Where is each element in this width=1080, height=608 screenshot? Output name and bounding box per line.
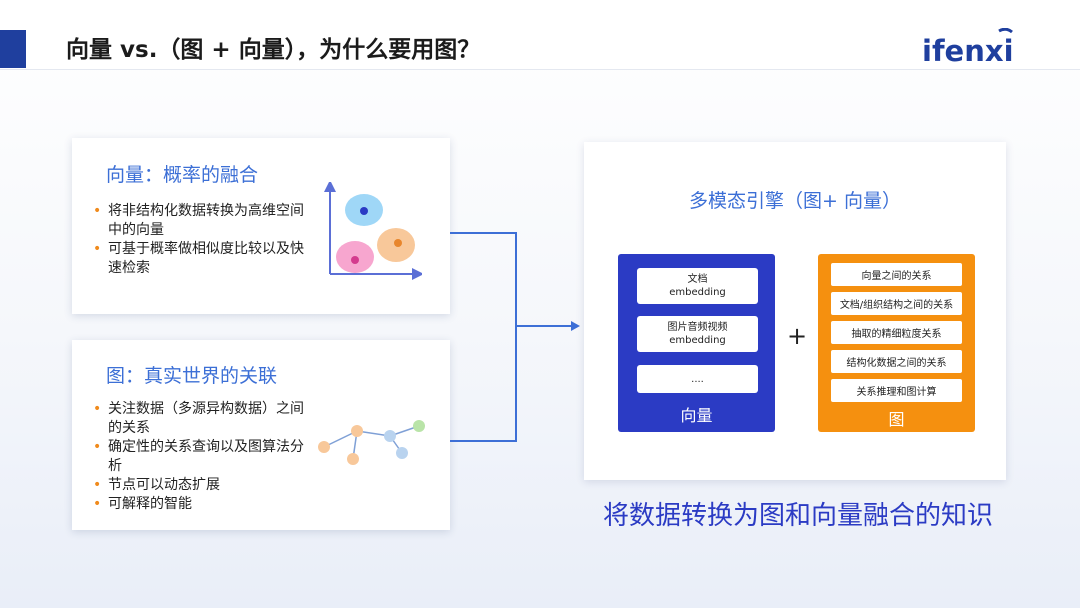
title-bar: [0, 0, 1080, 70]
graph-item: 向量之间的关系: [831, 263, 962, 286]
bottom-caption: 将数据转换为图和向量融合的知识: [602, 501, 993, 531]
graph-bullet-3: 节点可以动态扩展: [92, 476, 312, 495]
vector-bullet-2: 可基于概率做相似度比较以及快速检索: [92, 240, 312, 278]
page-title: 向量 vs.（图 + 向量），为什么要用图？: [66, 37, 481, 63]
merge-connector-arrow: [450, 232, 580, 442]
logo-text: ifenxi: [922, 34, 1014, 68]
ifenxi-logo: ifenxi: [922, 28, 1014, 68]
multimodal-engine-panel: 多模态引擎（图+ 向量） 文档 embedding 图片音频视频 embeddi…: [584, 142, 1006, 480]
vector-box-label: 向量: [680, 406, 713, 425]
graph-node: [384, 430, 396, 442]
vector-item-media-embedding: 图片音频视频 embedding: [637, 316, 758, 352]
graph-bullet-2: 确定性的关系查询以及图算法分析: [92, 438, 312, 476]
graph-card-title: 图：真实世界的关联: [106, 365, 278, 387]
graph-box-label: 图: [888, 410, 905, 429]
scatter-plot-icon: [324, 182, 422, 280]
engine-title: 多模态引擎（图+ 向量）: [689, 190, 901, 212]
graph-box: 向量之间的关系 文档/组织结构之间的关系 抽取的精细粒度关系 结构化数据之间的关…: [818, 254, 975, 432]
graph-card: 图：真实世界的关联 关注数据（多源异构数据）之间的关系 确定性的关系查询以及图算…: [72, 340, 450, 530]
graph-bullet-1: 关注数据（多源异构数据）之间的关系: [92, 400, 312, 438]
title-accent-bar: [0, 30, 26, 68]
vector-card-title: 向量：概率的融合: [106, 164, 259, 186]
vector-bullet-1: 将非结构化数据转换为高维空间中的向量: [92, 202, 312, 240]
vector-box: 文档 embedding 图片音频视频 embedding .... 向量: [618, 254, 775, 432]
cluster-blue-center: [360, 207, 368, 215]
vector-item-more: ....: [637, 365, 758, 393]
graph-item: 关系推理和图计算: [831, 379, 962, 402]
vector-bullet-list: 将非结构化数据转换为高维空间中的向量 可基于概率做相似度比较以及快速检索: [92, 202, 312, 278]
graph-node: [413, 420, 425, 432]
logo-swoosh: [998, 28, 1013, 34]
vector-item-doc-embedding: 文档 embedding: [637, 268, 758, 304]
graph-node: [351, 425, 363, 437]
graph-bullet-list: 关注数据（多源异构数据）之间的关系 确定性的关系查询以及图算法分析 节点可以动态…: [92, 400, 312, 514]
cluster-pink-center: [351, 256, 359, 264]
cluster-orange-center: [394, 239, 402, 247]
graph-node: [347, 453, 359, 465]
vector-card: 向量：概率的融合 将非结构化数据转换为高维空间中的向量 可基于概率做相似度比较以…: [72, 138, 450, 314]
plus-sign: +: [786, 322, 808, 350]
graph-item: 文档/组织结构之间的关系: [831, 292, 962, 315]
graph-node: [318, 441, 330, 453]
graph-node: [396, 447, 408, 459]
graph-item: 抽取的精细粒度关系: [831, 321, 962, 344]
network-graph-icon: [318, 420, 425, 465]
graph-item: 结构化数据之间的关系: [831, 350, 962, 373]
graph-bullet-4: 可解释的智能: [92, 495, 312, 514]
